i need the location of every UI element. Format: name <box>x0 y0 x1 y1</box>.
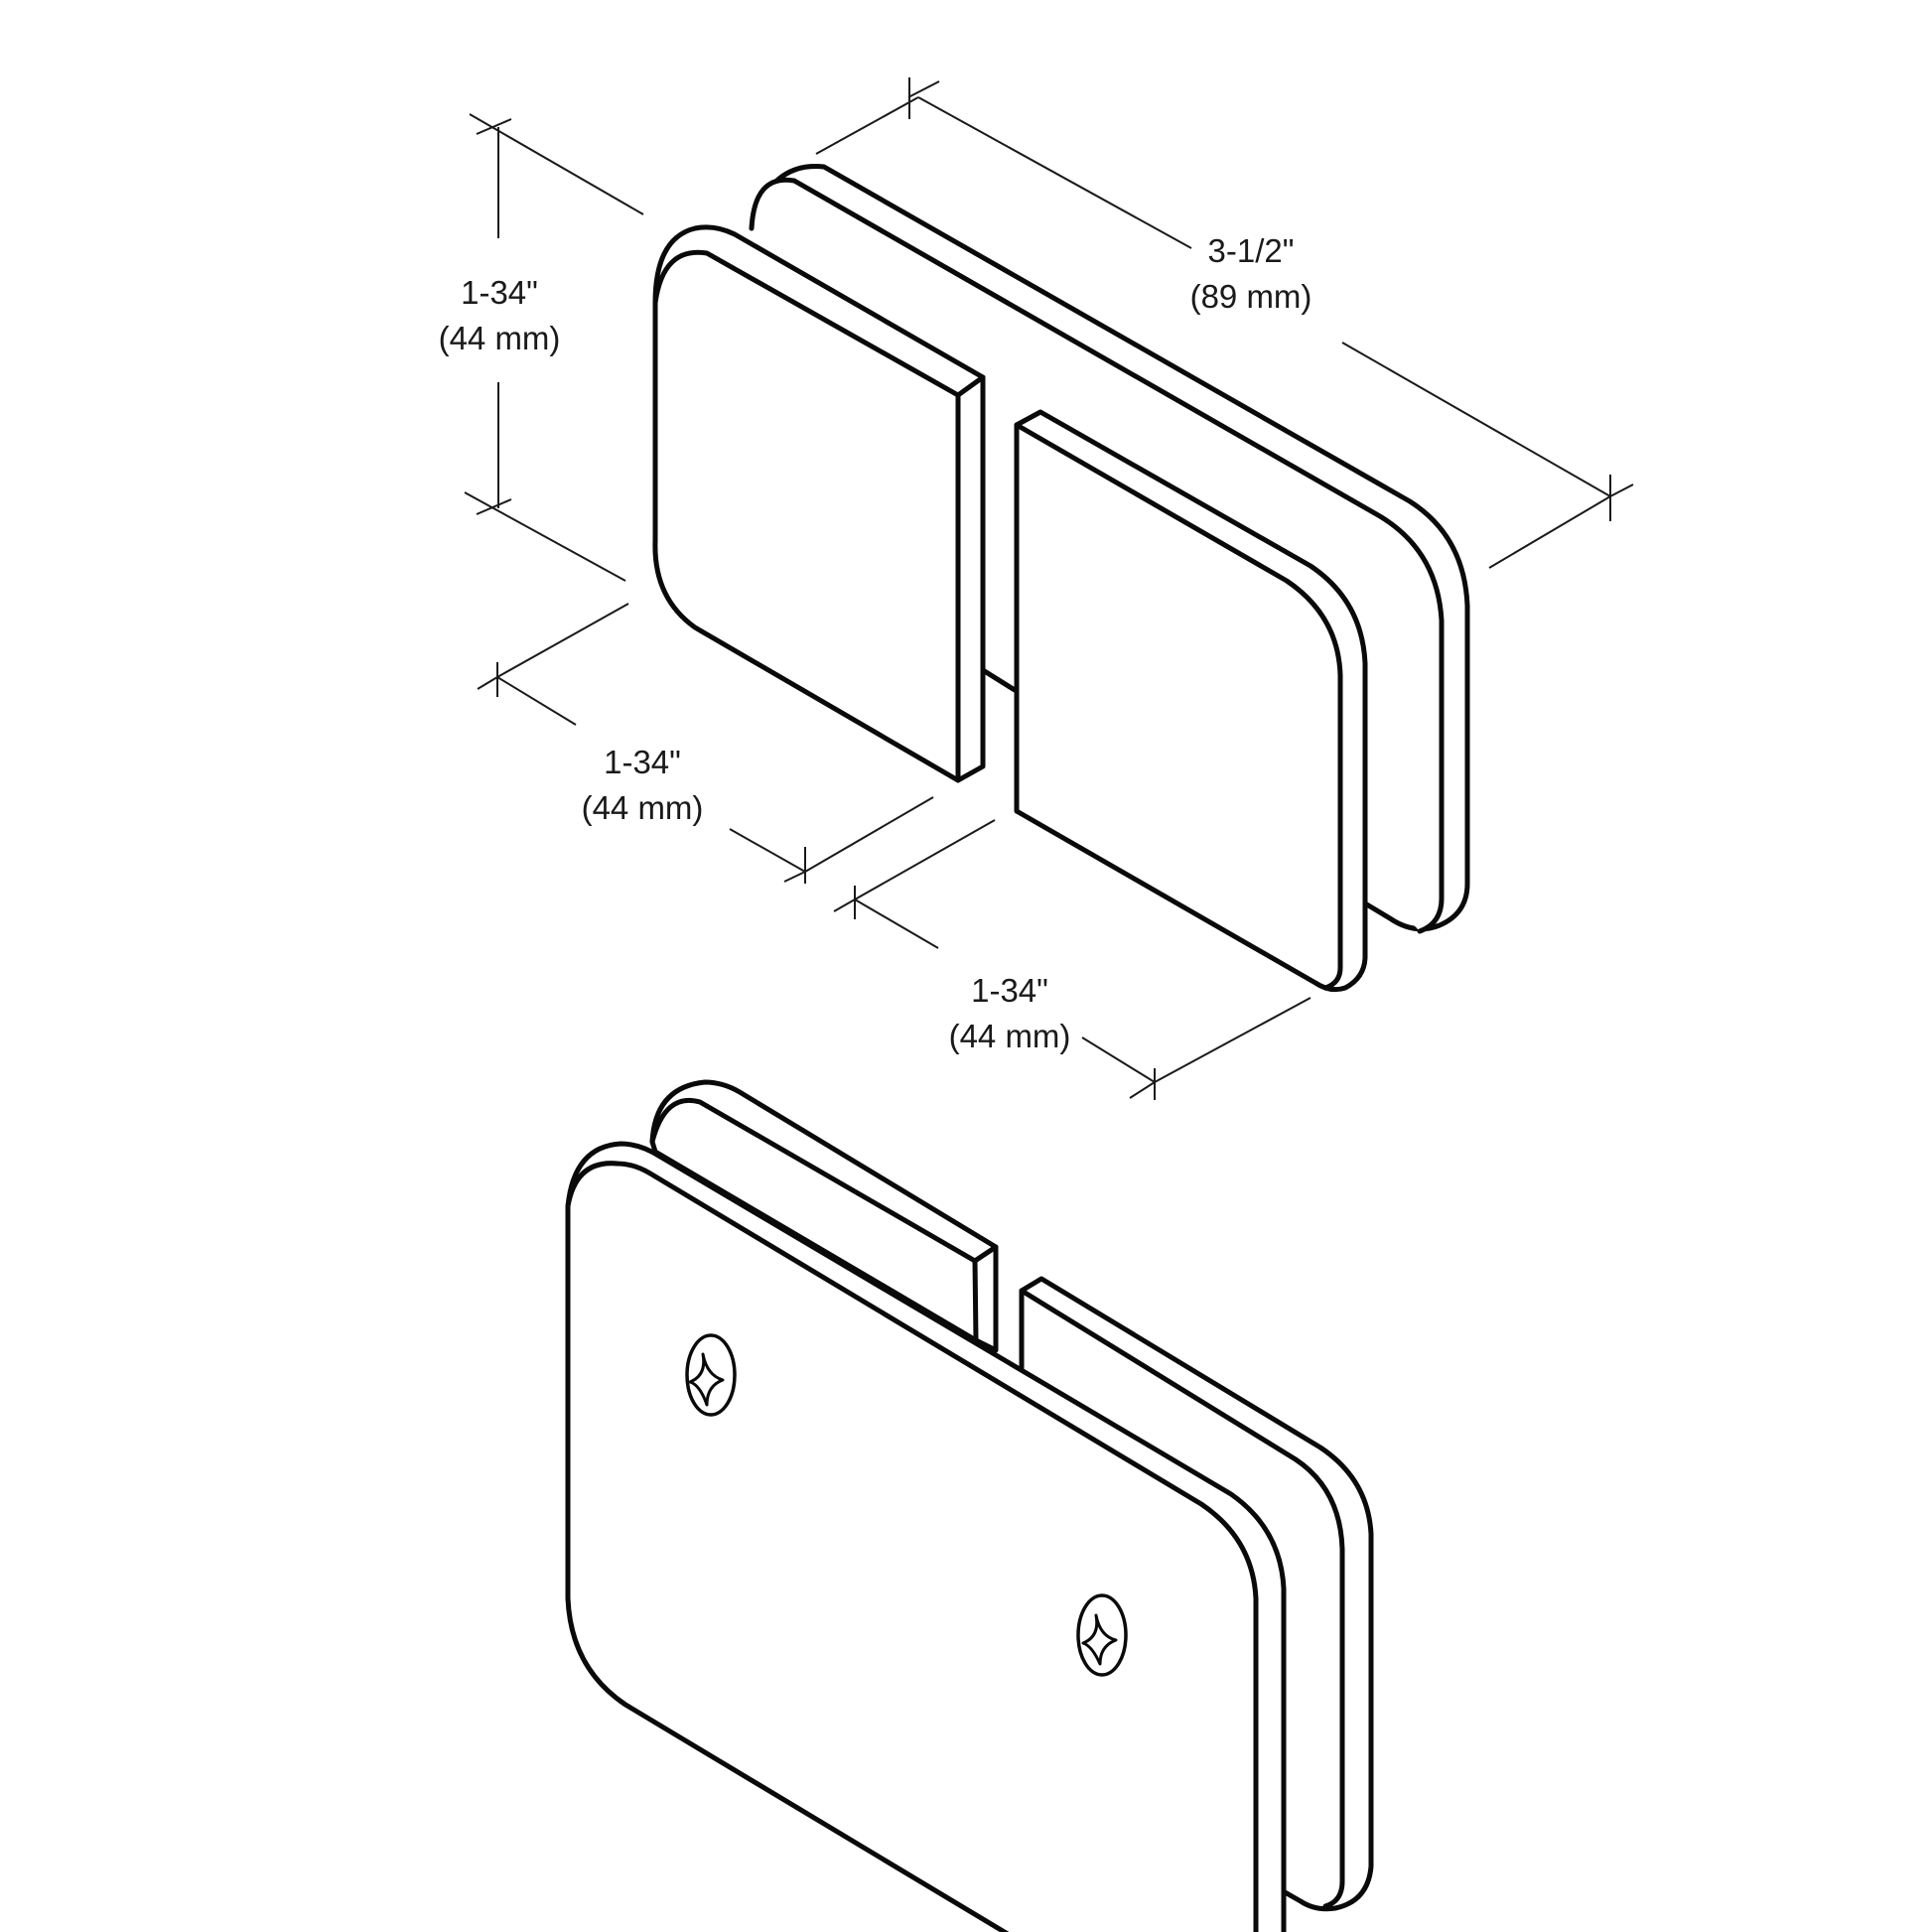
phillips-screw-head-icon <box>1081 1613 1118 1666</box>
rear-short-plate-left <box>649 1079 999 1353</box>
left-inner-plate <box>652 224 1018 783</box>
phillips-screw-head-icon <box>688 1352 725 1407</box>
top-view <box>464 77 1634 1100</box>
dimension-height-metric: (44 mm) <box>438 320 561 356</box>
dimension-length <box>815 77 1634 569</box>
dimension-label-length: 3-1/2" (89 mm) <box>1176 228 1325 320</box>
front-long-plate <box>565 1141 1287 1932</box>
bottom-view <box>565 1079 1374 1932</box>
dimension-right-width-metric: (44 mm) <box>948 1018 1071 1054</box>
screw-left <box>685 1333 737 1417</box>
dimension-height <box>464 113 644 582</box>
screw-right <box>1076 1593 1128 1677</box>
dimension-length-metric: (89 mm) <box>1189 278 1312 315</box>
right-inner-plate <box>1014 409 1368 993</box>
dimension-height-imperial: 1-34" <box>461 274 538 311</box>
dimension-label-right-width: 1-34" (44 mm) <box>935 968 1084 1059</box>
dimension-right-width-imperial: 1-34" <box>971 972 1048 1009</box>
dimension-left-width-metric: (44 mm) <box>581 789 704 826</box>
dimension-label-left-width: 1-34" (44 mm) <box>568 740 717 831</box>
dimension-left-width-imperial: 1-34" <box>604 744 681 780</box>
dimension-right-width <box>833 819 1311 1100</box>
dimension-label-height: 1-34" (44 mm) <box>425 270 574 361</box>
dimension-left-width <box>477 603 934 884</box>
dimension-length-imperial: 3-1/2" <box>1207 232 1295 269</box>
